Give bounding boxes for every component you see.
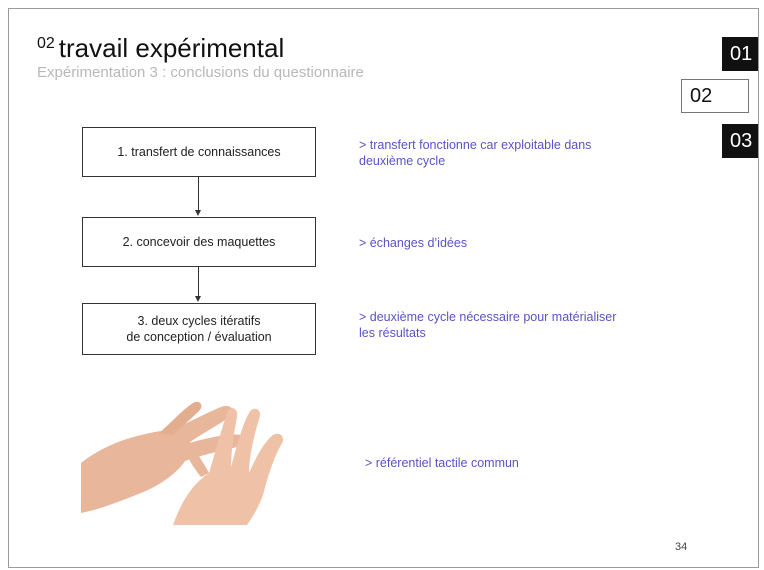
note-3-line1: > deuxième cycle nécessaire pour matéria… [359,310,617,324]
note-4: > référentiel tactile commun [365,455,675,471]
note-4-line1: > référentiel tactile commun [365,456,519,470]
note-1-line2: deuxième cycle [359,154,446,168]
note-1-line1: > transfert fonctionne car exploitable d… [359,138,592,152]
flow-step-2: 2. concevoir des maquettes [82,217,316,267]
note-2: > échanges d’idées [359,235,669,251]
slide-subtitle: Expérimentation 3 : conclusions du quest… [37,64,364,81]
flow-step-1-label: 1. transfert de connaissances [117,145,281,159]
note-3: > deuxième cycle nécessaire pour matéria… [359,309,669,341]
flow-step-1: 1. transfert de connaissances [82,127,316,177]
section-number: 02 [37,35,55,52]
flow-step-3-line2: de conception / évaluation [126,330,272,344]
flow-step-3-line1: 3. deux cycles itératifs [137,314,261,328]
hands-touch-icon [81,401,284,525]
page-number: 34 [675,541,688,553]
note-1: > transfert fonctionne car exploitable d… [359,137,669,169]
note-2-line1: > échanges d’idées [359,236,468,250]
tab-03[interactable]: 03 [722,124,758,158]
title-text: travail expérimental [58,33,285,63]
flow-step-2-label: 2. concevoir des maquettes [122,235,276,249]
note-3-line2: les résultats [359,326,426,340]
tab-01[interactable]: 01 [722,37,758,71]
hands-photo [81,393,295,525]
tab-02[interactable]: 02 [681,79,749,113]
flow-step-3: 3. deux cycles itératifs de conception /… [82,303,316,355]
